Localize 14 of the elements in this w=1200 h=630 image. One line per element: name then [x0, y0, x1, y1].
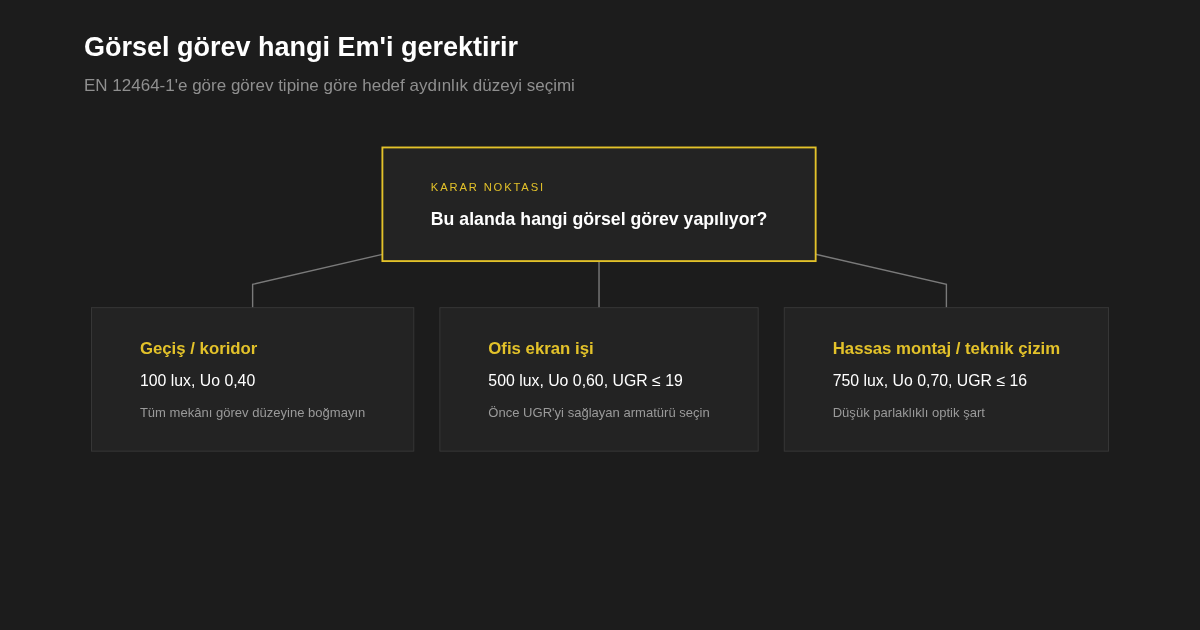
eyebrow-label: KARAR NOKTASI [430, 181, 545, 195]
note-text: Önce UGR'yi sağlayan armatürü seçin [488, 404, 710, 420]
value-text: 500 lux, Uo 0,60, UGR ≤ 19 [488, 371, 683, 390]
note-text: Düşük parlaklıklı optik şart [832, 404, 985, 420]
value-text: 750 lux, Uo 0,70, UGR ≤ 16 [832, 371, 1028, 390]
card-heading: Geçiş / koridor [139, 339, 258, 358]
note-text: Tüm mekânı görev düzeyine boğmayın [139, 404, 366, 420]
card-heading: Hassas montaj / teknik çizim [832, 339, 1061, 358]
connector-line [598, 260, 600, 309]
title: Görsel görev hangi Em'i gerektirir [84, 32, 519, 63]
question-text: Bu alanda hangi görsel görev yapılıyor? [430, 208, 768, 229]
card-heading: Ofis ekran işi [488, 339, 594, 358]
value-text: 100 lux, Uo 0,40 [139, 371, 256, 390]
subtitle: EN 12464-1'e göre görev tipine göre hedef aydınlık düzeyi seçimi [84, 76, 575, 96]
